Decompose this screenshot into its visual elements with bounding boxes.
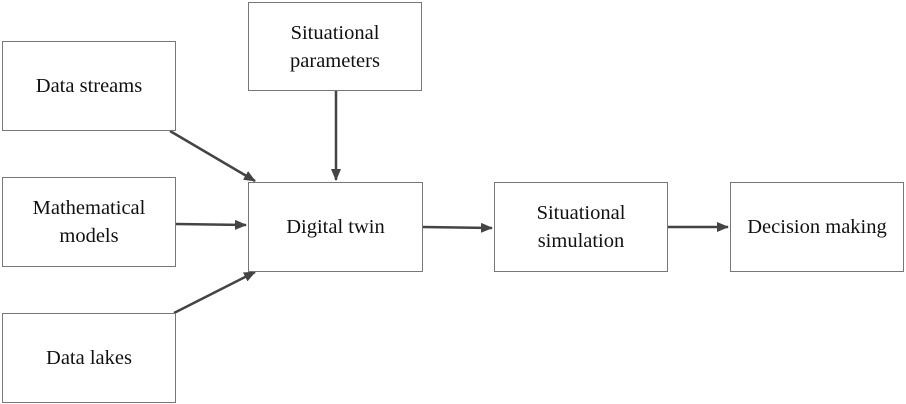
situational-simulation-label: Situational simulation [536,202,626,252]
arrow-data-streams-to-digital-twin [169,129,256,183]
digital-twin-label: Digital twin [286,216,385,238]
decision-making-box: Decision making [730,182,904,272]
situational-simulation-box: Situational simulation [494,182,668,272]
arrow-digital-twin-to-simulation [422,222,493,233]
mathematical-models-box: Mathematical models [2,177,176,267]
data-streams-box: Data streams [2,41,176,131]
decision-making-label: Decision making [747,216,887,238]
data-lakes-label: Data lakes [46,347,132,369]
arrow-math-models-to-digital-twin [175,219,247,230]
data-streams-label: Data streams [35,75,143,97]
situational-parameters-box: Situational parameters [248,2,422,91]
digital-twin-box: Digital twin [248,182,423,272]
mathematical-models-label: Mathematical models [32,197,146,247]
arrow-data-lakes-to-digital-twin [173,270,256,315]
data-lakes-box: Data lakes [2,313,176,403]
situational-parameters-label: Situational parameters [290,21,380,72]
